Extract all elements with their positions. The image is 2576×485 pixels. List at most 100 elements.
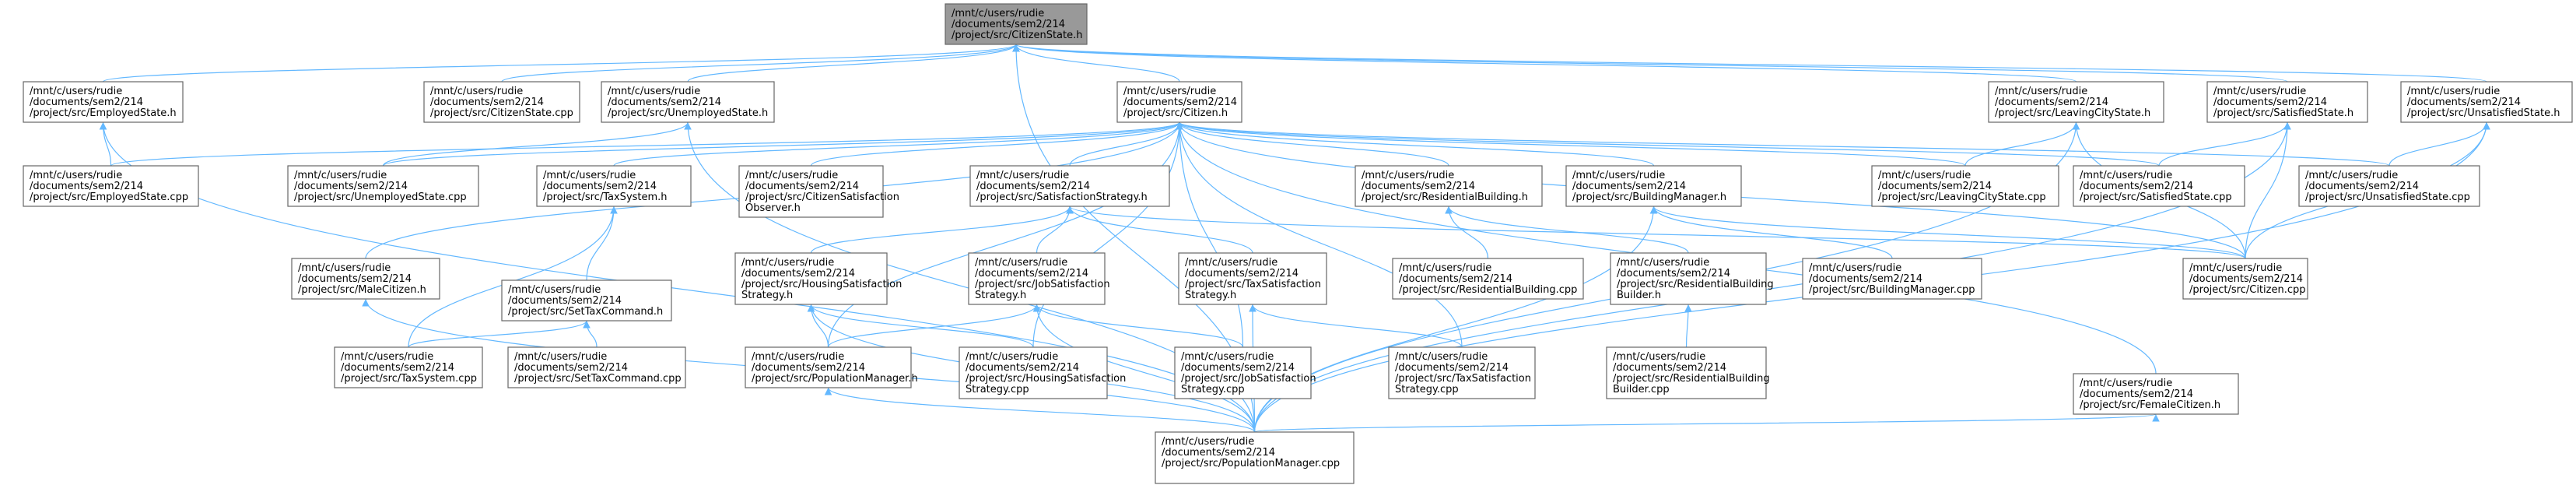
edge-satisfied-cpp-to-citizen-h [1176,121,2160,167]
node-label-line: Strategy.h [975,290,1026,301]
edge-settax-cpp-to-settax-h [583,320,598,348]
edge-resbuilder-cpp-to-resbuilder-h [1684,304,1692,348]
node-settax-cpp[interactable]: /mnt/c/users/rudie/documents/sem2/214/pr… [507,346,686,388]
node-label-line: Strategy.cpp [966,384,1029,395]
node-satisfied-h[interactable]: /mnt/c/users/rudie/documents/sem2/214/pr… [2206,81,2368,123]
node-label-line: /mnt/c/users/rudie [30,86,122,97]
node-label-line: /project/src/EmployedState.cpp [30,192,188,203]
node-job-h[interactable]: /mnt/c/users/rudie/documents/sem2/214/pr… [968,252,1110,305]
node-resbuilding-h[interactable]: /mnt/c/users/rudie/documents/sem2/214/pr… [1355,165,1543,207]
node-label-line: /project/src/UnsatisfiedState.h [2407,107,2560,119]
node-box [334,346,483,388]
node-box [536,165,692,207]
node-label-line: /project/src/LeavingCityState.cpp [1878,192,2046,203]
node-label-line: /documents/sem2/214 [1185,268,1299,279]
node-leaving-cpp[interactable]: /mnt/c/users/rudie/documents/sem2/214/pr… [1871,165,2059,207]
node-buildingmgr-cpp[interactable]: /mnt/c/users/rudie/documents/sem2/214/pr… [1802,258,1982,300]
node-label-line: /documents/sem2/214 [741,268,855,279]
node-label-line: /documents/sem2/214 [1395,362,1509,374]
node-citizenstate-cpp[interactable]: /mnt/c/users/rudie/documents/sem2/214/pr… [423,81,580,123]
edge-citizen-h-to-root [1012,44,1180,83]
node-label-line: Strategy.h [1185,290,1236,301]
node-tax-cpp[interactable]: /mnt/c/users/rudie/documents/sem2/214/pr… [1388,346,1536,399]
node-label-line: /mnt/c/users/rudie [1185,257,1277,269]
node-satisfied-cpp[interactable]: /mnt/c/users/rudie/documents/sem2/214/pr… [2073,165,2245,207]
node-box [291,258,440,300]
node-root[interactable]: /mnt/c/users/rudie/documents/sem2/214/pr… [945,3,1088,45]
node-job-cpp[interactable]: /mnt/c/users/rudie/documents/sem2/214/pr… [1174,346,1316,399]
node-malecitizen-h[interactable]: /mnt/c/users/rudie/documents/sem2/214/pr… [291,258,440,300]
node-label-line: /project/src/FemaleCitizen.h [2080,399,2220,411]
node-box [1871,165,2059,207]
node-box [1802,258,1982,300]
node-housing-cpp[interactable]: /mnt/c/users/rudie/documents/sem2/214/pr… [959,346,1126,399]
node-unemployed-h[interactable]: /mnt/c/users/rudie/documents/sem2/214/pr… [601,81,775,123]
edge-taxsystem-cpp-to-settax-h [408,320,591,348]
node-box [1610,252,1767,305]
node-unemployed-cpp[interactable]: /mnt/c/users/rudie/documents/sem2/214/pr… [287,165,479,207]
node-label-line: /documents/sem2/214 [2213,97,2327,108]
node-label-line: /project/src/CitizenState.h [952,30,1082,41]
node-citizen-h[interactable]: /mnt/c/users/rudie/documents/sem2/214/pr… [1116,81,1242,123]
node-box [1178,252,1327,305]
node-resbuilder-cpp[interactable]: /mnt/c/users/rudie/documents/sem2/214/pr… [1606,346,1770,399]
node-housing-h[interactable]: /mnt/c/users/rudie/documents/sem2/214/pr… [734,252,902,305]
node-leaving-h[interactable]: /mnt/c/users/rudie/documents/sem2/214/pr… [1988,81,2164,123]
node-label-line: /mnt/c/users/rudie [752,351,844,363]
node-buildingmgr-h[interactable]: /mnt/c/users/rudie/documents/sem2/214/pr… [1565,165,1742,207]
edge-citizenstate-cpp-to-root [501,44,1020,83]
node-label-line: /documents/sem2/214 [1995,97,2108,108]
edge-tax-cpp-to-citizen-h [1176,121,1463,348]
edge-buildingmgr-h-to-citizen-h [1176,121,1655,167]
node-taxsystem-cpp[interactable]: /mnt/c/users/rudie/documents/sem2/214/pr… [334,346,483,388]
node-label-line: /documents/sem2/214 [752,362,865,374]
node-label-line: /mnt/c/users/rudie [294,170,387,181]
node-box [968,252,1106,305]
node-label-line: /project/src/SetTaxCommand.h [508,306,663,318]
node-label-line: /mnt/c/users/rudie [1995,86,2087,97]
node-citizen-cpp[interactable]: /mnt/c/users/rudie/documents/sem2/214/pr… [2182,258,2308,300]
node-label-line: /documents/sem2/214 [30,97,143,108]
node-box [601,81,775,123]
node-label-line: /documents/sem2/214 [1362,181,1475,192]
node-label-line: /project/src/TaxSystem.h [543,192,668,203]
node-label-line: /project/src/ResidentialBuilding.h [1362,192,1528,203]
node-resbuilder-h[interactable]: /mnt/c/users/rudie/documents/sem2/214/pr… [1610,252,1774,305]
node-employed-h[interactable]: /mnt/c/users/rudie/documents/sem2/214/pr… [23,81,184,123]
node-label-line: /mnt/c/users/rudie [976,170,1069,181]
node-box [959,346,1108,399]
node-box [1355,165,1543,207]
node-label-line: /mnt/c/users/rudie [543,170,636,181]
node-label-line: /documents/sem2/214 [2407,97,2521,108]
node-taxsystem-h[interactable]: /mnt/c/users/rudie/documents/sem2/214/pr… [536,165,692,207]
node-box [423,81,580,123]
edge-housing-cpp-to-housing-h [807,304,1034,348]
node-csobserver-h[interactable]: /mnt/c/users/rudie/documents/sem2/214/pr… [738,165,899,218]
node-popmgr-cpp[interactable]: /mnt/c/users/rudie/documents/sem2/214/pr… [1155,431,1355,484]
node-popmgr-h[interactable]: /mnt/c/users/rudie/documents/sem2/214/pr… [745,346,918,388]
node-box [1606,346,1767,399]
node-label-line: /mnt/c/users/rudie [341,351,433,363]
node-label-line: /documents/sem2/214 [1123,97,1237,108]
edge-tax-h-to-satstrat-h [1066,206,1253,254]
node-tax-h[interactable]: /mnt/c/users/rudie/documents/sem2/214/pr… [1178,252,1327,305]
node-label-line: /project/src/LeavingCityState.h [1995,107,2150,119]
edge-leaving-h-to-root [1012,44,2077,83]
node-label-line: /documents/sem2/214 [543,181,657,192]
node-box [2206,81,2368,123]
node-label-line: Strategy.cpp [1395,384,1459,395]
node-femalecitizen-h[interactable]: /mnt/c/users/rudie/documents/sem2/214/pr… [2073,373,2239,415]
node-label-line: /documents/sem2/214 [1181,362,1295,374]
node-settax-h[interactable]: /mnt/c/users/rudie/documents/sem2/214/pr… [501,279,672,322]
node-label-line: /documents/sem2/214 [294,181,408,192]
node-resbuilding-cpp[interactable]: /mnt/c/users/rudie/documents/sem2/214/pr… [1392,258,1584,300]
node-label-line: /project/src/PopulationManager.h [752,373,918,385]
node-unsatisfied-h[interactable]: /mnt/c/users/rudie/documents/sem2/214/pr… [2400,81,2573,123]
node-label-line: /documents/sem2/214 [1613,362,1726,374]
node-label-line: /project/src/Citizen.h [1123,107,1228,119]
node-satstrat-h[interactable]: /mnt/c/users/rudie/documents/sem2/214/pr… [969,165,1170,207]
node-employed-cpp[interactable]: /mnt/c/users/rudie/documents/sem2/214/pr… [23,165,199,207]
edge-unemployed-h-to-root [687,44,1020,83]
node-box [287,165,479,207]
node-unsatisfied-cpp[interactable]: /mnt/c/users/rudie/documents/sem2/214/pr… [2298,165,2480,207]
